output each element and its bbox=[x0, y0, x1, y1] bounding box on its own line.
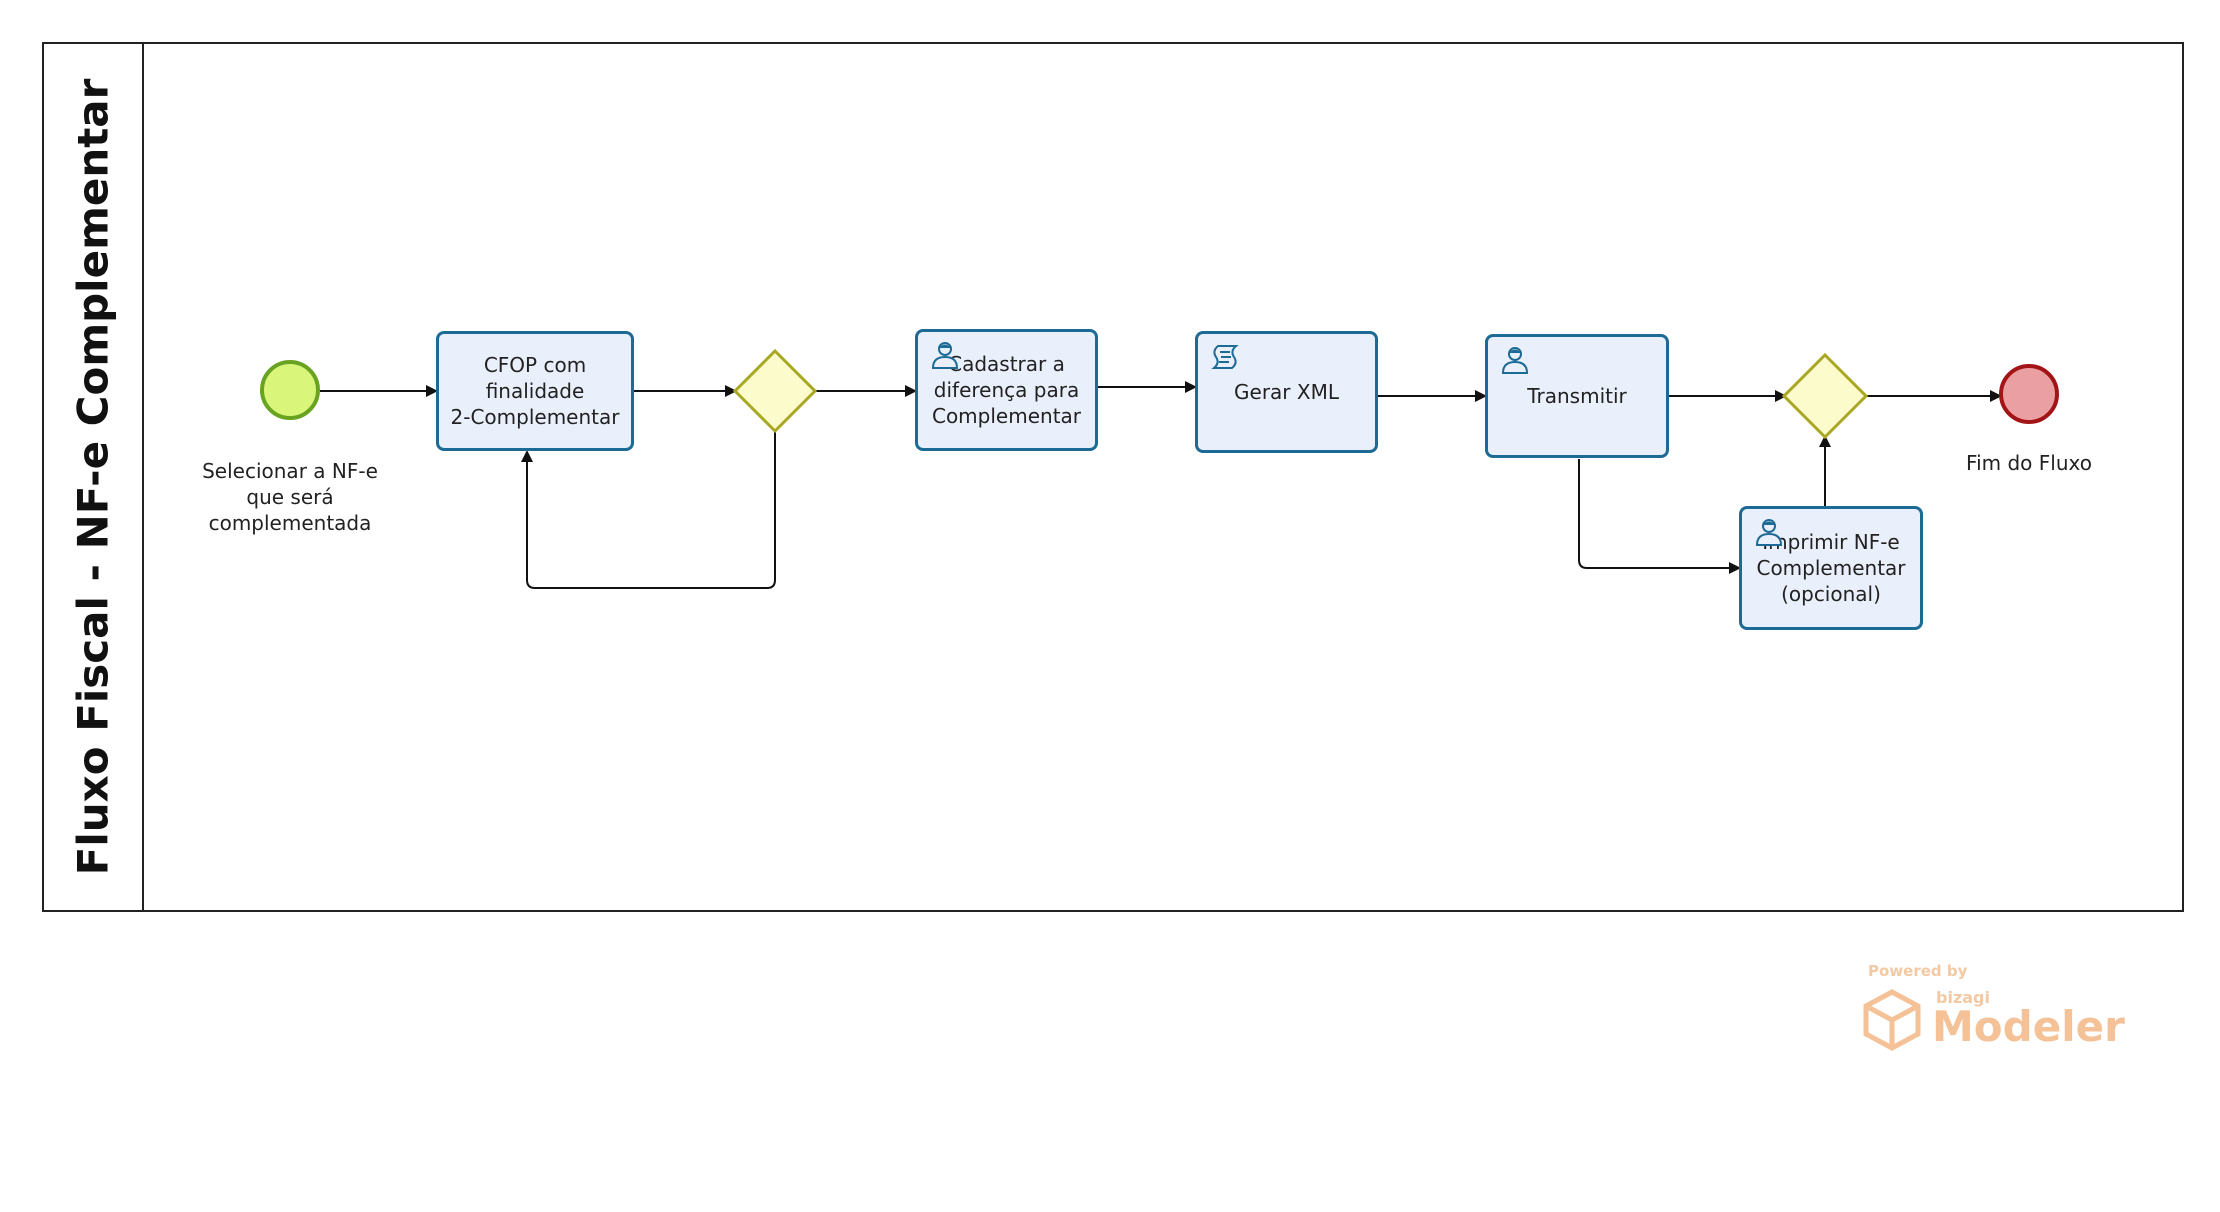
task-label: CFOP com finalidade 2-Complementar bbox=[450, 353, 620, 429]
script-task-icon bbox=[1211, 345, 1239, 369]
user-task-icon bbox=[931, 342, 959, 369]
user-task-icon bbox=[1501, 347, 1529, 374]
flow-transmitir-to-imprimir[interactable] bbox=[1578, 459, 1741, 574]
product-name: Modeler bbox=[1932, 1002, 2125, 1051]
task-label: Transmitir bbox=[1527, 384, 1627, 408]
task-label: Gerar XML bbox=[1234, 380, 1339, 404]
start-event[interactable] bbox=[260, 360, 320, 420]
bizagi-logo-icon bbox=[1863, 989, 1921, 1051]
start-event-label: Selecionar a NF-e que será complementada bbox=[202, 459, 378, 535]
end-event[interactable] bbox=[1999, 364, 2059, 424]
task-cfop-complementar[interactable]: CFOP com finalidade 2-Complementar bbox=[436, 331, 634, 451]
task-label: Imprimir NF-e Complementar (opcional) bbox=[1756, 530, 1906, 606]
powered-by-text: Powered by bbox=[1868, 962, 1968, 980]
pool: Fluxo Fiscal - NF-e Complementar bbox=[42, 42, 2184, 912]
task-transmitir[interactable]: Transmitir bbox=[1485, 334, 1669, 458]
task-cadastrar-diferenca[interactable]: Cadastrar a diferença para Complementar bbox=[915, 329, 1098, 451]
pool-header: Fluxo Fiscal - NF-e Complementar bbox=[44, 44, 144, 910]
vendor-name: bizagi bbox=[1936, 988, 1990, 1007]
end-event-label: Fim do Fluxo bbox=[1966, 451, 2092, 475]
task-imprimir-nfe[interactable]: Imprimir NF-e Complementar (opcional) bbox=[1739, 506, 1923, 630]
exclusive-gateway-1[interactable] bbox=[732, 348, 818, 434]
task-gerar-xml[interactable]: Gerar XML bbox=[1195, 331, 1378, 453]
flow-gateway1-loop-to-cfop[interactable] bbox=[521, 430, 776, 589]
task-label: Cadastrar a diferença para Complementar bbox=[931, 352, 1082, 428]
exclusive-gateway-2[interactable] bbox=[1781, 352, 1869, 440]
user-task-icon bbox=[1755, 519, 1783, 546]
